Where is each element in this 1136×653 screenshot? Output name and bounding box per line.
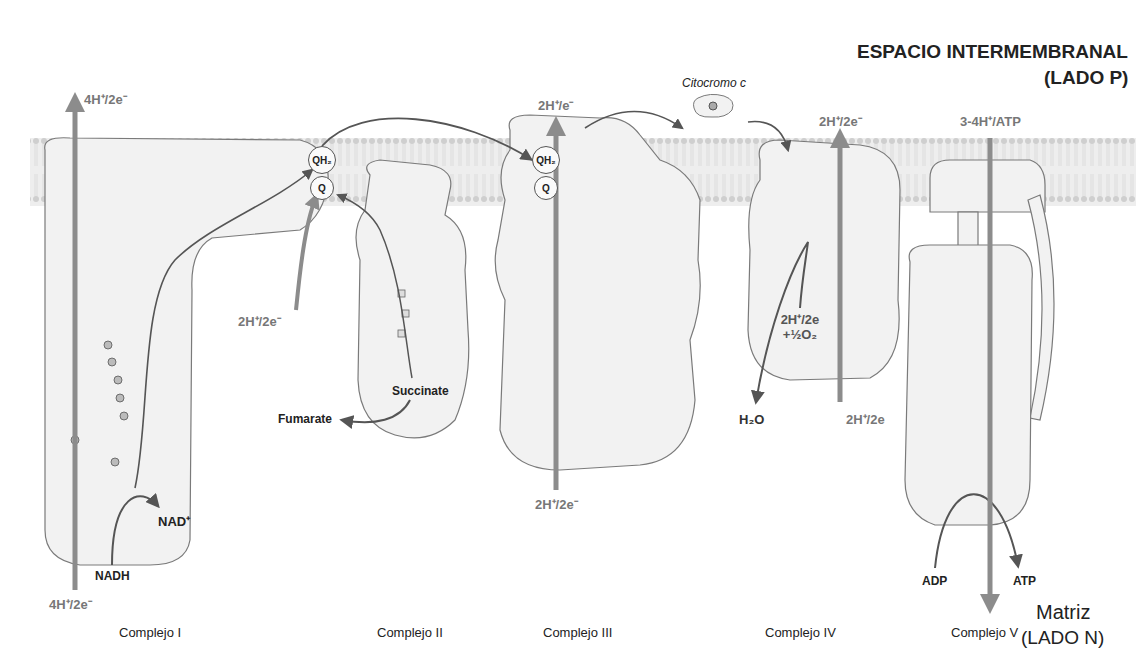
fe-s-cluster: [111, 458, 119, 466]
text-label: Matriz: [1036, 601, 1090, 624]
quinone-label: QH₂: [312, 155, 331, 166]
quinone-label: QH₂: [536, 155, 555, 166]
complex-iii-shape: [495, 115, 700, 470]
text-label: H₂O: [739, 413, 764, 428]
proton-arrow: [988, 138, 993, 604]
fe-s-cluster: [116, 394, 124, 402]
succinate-arrow: [342, 400, 410, 422]
text-label: Fumarate: [278, 413, 332, 427]
text-label: 2H⁺/2e +½O₂: [770, 313, 830, 343]
quinone-circle: QH₂: [308, 146, 336, 174]
quinone-label: Q: [318, 183, 326, 194]
text-label: 4H⁺/2e⁻: [49, 598, 92, 613]
text-label: (LADO N): [1021, 627, 1104, 649]
nadh-arrow: [112, 496, 158, 565]
fe-s-cluster: [120, 412, 128, 420]
text-label: Complejo I: [119, 626, 181, 641]
cofactor: [398, 330, 405, 337]
text-label: Complejo V: [951, 626, 1018, 641]
text-label: Complejo IV: [765, 626, 836, 641]
text-label: Complejo III: [543, 626, 612, 641]
cytochrome-label: Citocromo c: [680, 76, 748, 90]
adp-atp-arrow: [935, 494, 1018, 568]
proton-uptake-arrow: [296, 200, 315, 310]
quinone-circle: Q: [534, 176, 558, 200]
text-label: Complejo II: [377, 626, 443, 641]
text-label: ADP: [922, 575, 947, 589]
electron-path: [135, 170, 312, 488]
iron-sulfur-clusters: [71, 341, 128, 466]
text-label: NAD⁺: [158, 515, 190, 530]
cytochrome-shape: [680, 90, 748, 120]
text-label: 2H⁺/2e⁻: [535, 498, 578, 513]
quinone-circle: QH₂: [532, 146, 560, 174]
proton-arrow: [73, 102, 78, 590]
cytochrome-outline: [694, 94, 734, 117]
text-label: 2H⁺/2e⁻: [819, 115, 862, 130]
complex-i-shape: [45, 138, 328, 565]
text-label: 2H⁺/2e: [846, 413, 885, 428]
text-label: ATP: [1013, 575, 1036, 589]
text-label: 2H⁺/2e⁻: [238, 315, 281, 330]
complex-ii-shape: [356, 160, 469, 438]
quinone-circle: Q: [310, 176, 334, 200]
text-label: 4H⁺/2e⁻: [84, 93, 127, 108]
quinone-label: Q: [542, 183, 550, 194]
fe-s-cluster: [108, 358, 116, 366]
electron-transfer-arrow: [322, 118, 532, 160]
fe-s-cluster: [104, 341, 112, 349]
f1-subunit: [905, 245, 1032, 525]
text-label: (LADO P): [1044, 67, 1128, 89]
electron-path: [338, 195, 412, 378]
fe-s-cluster: [114, 376, 122, 384]
text-label: Succinate: [392, 385, 449, 399]
heme-group: [709, 102, 717, 110]
electron-path: [585, 112, 682, 129]
text-label: NADH: [95, 570, 130, 584]
electron-path: [748, 122, 788, 150]
cytochrome-c: Citocromo c: [680, 76, 748, 120]
proton-arrow: [838, 138, 843, 402]
complex-iv-shape: [748, 140, 900, 380]
text-label: ESPACIO INTERMEMBRANAL: [857, 41, 1128, 63]
text-label: 2H⁺/e⁻: [538, 99, 573, 114]
text-label: 3-4H⁺/ATP: [960, 115, 1021, 130]
